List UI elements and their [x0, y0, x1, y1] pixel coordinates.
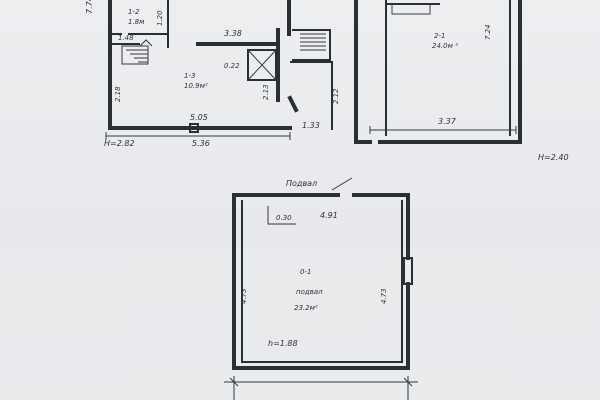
- plan-ground-floor: 7.74 1-2 1.8м 1.20 1.48 3.38 0.22 1-3 10…: [85, 0, 340, 148]
- wall-basement-inner: [241, 200, 403, 363]
- room-1-3-number: 1-3: [184, 72, 195, 80]
- room-1-2-area: 1.8м: [128, 18, 145, 26]
- dim-1-48: 1.48: [118, 34, 134, 42]
- wall-2-left: [354, 0, 372, 144]
- plan-second-floor: 2-1 24.0м ² 7.24 3.37 H=2.40: [354, 0, 569, 162]
- wall-left-bottom: [108, 0, 198, 130]
- dimension-line-basement: [224, 376, 418, 400]
- dim-5-36: 5.36: [192, 139, 210, 148]
- height-ground-floor: H=2.82: [104, 139, 135, 148]
- window-basement: [403, 257, 413, 285]
- stair-opening: [391, 4, 431, 15]
- room-0-1-area: 23.2м²: [294, 304, 318, 312]
- dim-4-73-left: 4.73: [240, 288, 248, 304]
- porch-steps-icon: [287, 29, 333, 130]
- room-1-2-number: 1-2: [128, 8, 140, 16]
- dimension-line-bottom: [105, 132, 291, 140]
- dim-3-38: 3.38: [224, 29, 242, 38]
- dim-4-91: 4.91: [320, 211, 338, 220]
- height-second-floor: H=2.40: [538, 153, 569, 162]
- dim-5-05: 5.05: [190, 113, 208, 122]
- hatch-recess: [267, 206, 296, 225]
- room-0-1-number: 0-1: [300, 268, 311, 276]
- wall-2-right: [510, 0, 522, 144]
- entrance-leader-line: [331, 177, 353, 191]
- dim-0-22: 0.22: [224, 62, 240, 70]
- stair-icon: [121, 39, 153, 65]
- dim-2-13: 2.13: [262, 84, 270, 100]
- wall-basement-top-right: [352, 193, 410, 260]
- dim-1-20: 1.20: [156, 10, 164, 26]
- dim-4-73-right: 4.73: [380, 288, 388, 304]
- plan-basement: Подвал 0.30 4.91 0-1 подвал 23.2м² 4.73 …: [224, 177, 418, 400]
- dim-3-37: 3.37: [438, 117, 457, 126]
- dim-0-30: 0.30: [276, 214, 292, 222]
- dim-left-top: 7.74: [85, 0, 94, 14]
- dim-7-24: 7.24: [484, 24, 492, 40]
- dim-1-33: 1.33: [302, 121, 320, 130]
- chimney-cross-icon: [247, 49, 277, 81]
- wall-column: [189, 123, 199, 133]
- dimension-ticks-basement: [229, 377, 413, 387]
- room-2-1-area: 24.0м ²: [432, 42, 458, 50]
- dimension-line-2: [369, 126, 517, 134]
- dim-2-12: 2.12: [332, 88, 340, 104]
- entrance-label: Подвал: [286, 179, 317, 188]
- room-2-1-number: 2-1: [434, 32, 445, 40]
- height-basement: h=1.88: [268, 339, 298, 348]
- room-1-3-area: 10.9м²: [184, 82, 208, 90]
- room-0-1-name: подвал: [296, 288, 323, 296]
- dim-2-18: 2.18: [114, 86, 122, 102]
